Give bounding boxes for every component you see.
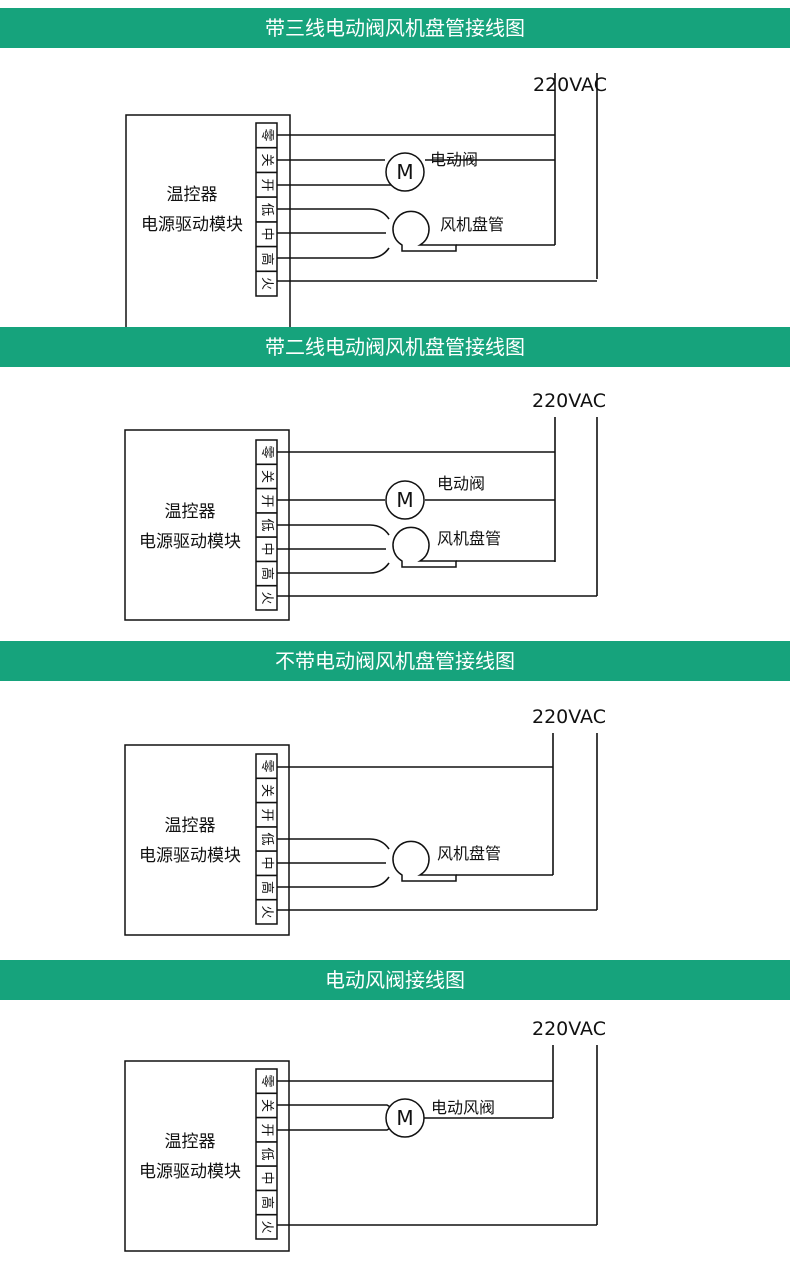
controller-label-line1: 温控器: [167, 185, 218, 205]
wires: [277, 73, 598, 282]
supply-voltage-label: 220VAC: [532, 706, 606, 728]
valve-motor: [385, 480, 425, 520]
motor-symbol: M: [396, 488, 413, 512]
terminal-label-open: 开: [259, 494, 274, 507]
terminal-label-neutral: 零: [259, 1074, 274, 1087]
section-title-two-wire-valve: 带二线电动阀风机盘管接线图: [0, 327, 790, 367]
fan-coil-label: 风机盘管: [437, 844, 501, 863]
terminal-strip: [255, 1068, 278, 1240]
damper-label: 电动风阀: [431, 1098, 495, 1117]
terminal-label-neutral: 零: [259, 445, 274, 458]
terminal-label-mid: 中: [259, 542, 274, 555]
fan-coil-symbol: [392, 210, 457, 252]
wiring-diagram-three-wire-valve: 温控器 电源驱动模块 零 关 开 低 中 高 火 220VAC M 电动阀 风机…: [125, 73, 607, 354]
wires: [277, 733, 598, 911]
controller-label-line2: 电源驱动模块: [139, 1162, 241, 1182]
valve-label: 电动阀: [437, 474, 485, 493]
terminal-label-mid: 中: [259, 227, 274, 240]
fan-coil-symbol: [392, 526, 457, 568]
controller-label-line2: 电源驱动模块: [139, 532, 241, 552]
wiring-diagram-no-valve: 温控器 电源驱动模块 零 关 开 低 中 高 火 220VAC 风机盘管: [124, 706, 606, 936]
controller-label-line1: 温控器: [165, 1132, 216, 1152]
terminal-label-live: 火: [259, 1220, 274, 1233]
terminal-label-low: 低: [259, 518, 274, 531]
fan-coil-symbol: [392, 840, 457, 882]
supply-voltage-label: 220VAC: [533, 74, 607, 96]
terminal-label-low: 低: [259, 1147, 274, 1160]
fan-coil-label: 风机盘管: [437, 529, 501, 548]
terminal-dividers: [256, 463, 277, 587]
terminal-label-neutral: 零: [259, 128, 274, 141]
terminal-label-close: 关: [259, 470, 274, 483]
motor-symbol: M: [396, 160, 413, 184]
section-title-no-valve: 不带电动阀风机盘管接线图: [0, 641, 790, 681]
terminal-label-open: 开: [259, 1123, 274, 1136]
valve-label: 电动阀: [430, 150, 478, 169]
controller-label-line1: 温控器: [165, 816, 216, 836]
fan-coil-label: 风机盘管: [440, 215, 504, 234]
terminal-dividers: [256, 1092, 277, 1216]
terminal-dividers: [256, 146, 277, 273]
terminal-label-close: 关: [259, 1099, 274, 1112]
motor-symbol: M: [396, 1106, 413, 1130]
section-title-three-wire-valve: 带三线电动阀风机盘管接线图: [0, 8, 790, 48]
wires: [277, 1045, 598, 1226]
terminal-label-mid: 中: [259, 1171, 274, 1184]
terminal-label-live: 火: [259, 591, 274, 604]
section-title-air-damper: 电动风阀接线图: [0, 960, 790, 1000]
terminal-label-live: 火: [259, 905, 274, 918]
terminal-label-close: 关: [259, 784, 274, 797]
wires: [277, 417, 598, 597]
wiring-diagram-two-wire-valve: 温控器 电源驱动模块 零 关 开 低 中 高 火 220VAC M 电动阀 风机…: [124, 390, 606, 621]
valve-motor: [385, 152, 425, 192]
controller-label-line2: 电源驱动模块: [139, 846, 241, 866]
terminal-label-open: 开: [259, 178, 274, 191]
supply-voltage-label: 220VAC: [532, 390, 606, 412]
terminal-label-high: 高: [259, 881, 275, 894]
wiring-diagram-air-damper: 温控器 电源驱动模块 零 关 开 低 中 高 火 220VAC M 电动风阀: [124, 1018, 606, 1252]
terminal-label-live: 火: [259, 277, 274, 290]
terminal-label-high: 高: [259, 252, 275, 265]
controller-label-line2: 电源驱动模块: [141, 215, 243, 235]
terminal-label-high: 高: [259, 567, 275, 580]
controller-label-line1: 温控器: [165, 502, 216, 522]
terminal-label-neutral: 零: [259, 759, 274, 772]
terminal-label-mid: 中: [259, 856, 274, 869]
terminal-label-close: 关: [259, 153, 274, 166]
damper-motor: [385, 1098, 425, 1138]
terminal-label-low: 低: [259, 203, 274, 216]
terminal-dividers: [256, 777, 277, 901]
terminal-label-open: 开: [259, 808, 274, 821]
terminal-label-high: 高: [259, 1196, 275, 1209]
terminal-label-low: 低: [259, 832, 274, 845]
supply-voltage-label: 220VAC: [532, 1018, 606, 1040]
